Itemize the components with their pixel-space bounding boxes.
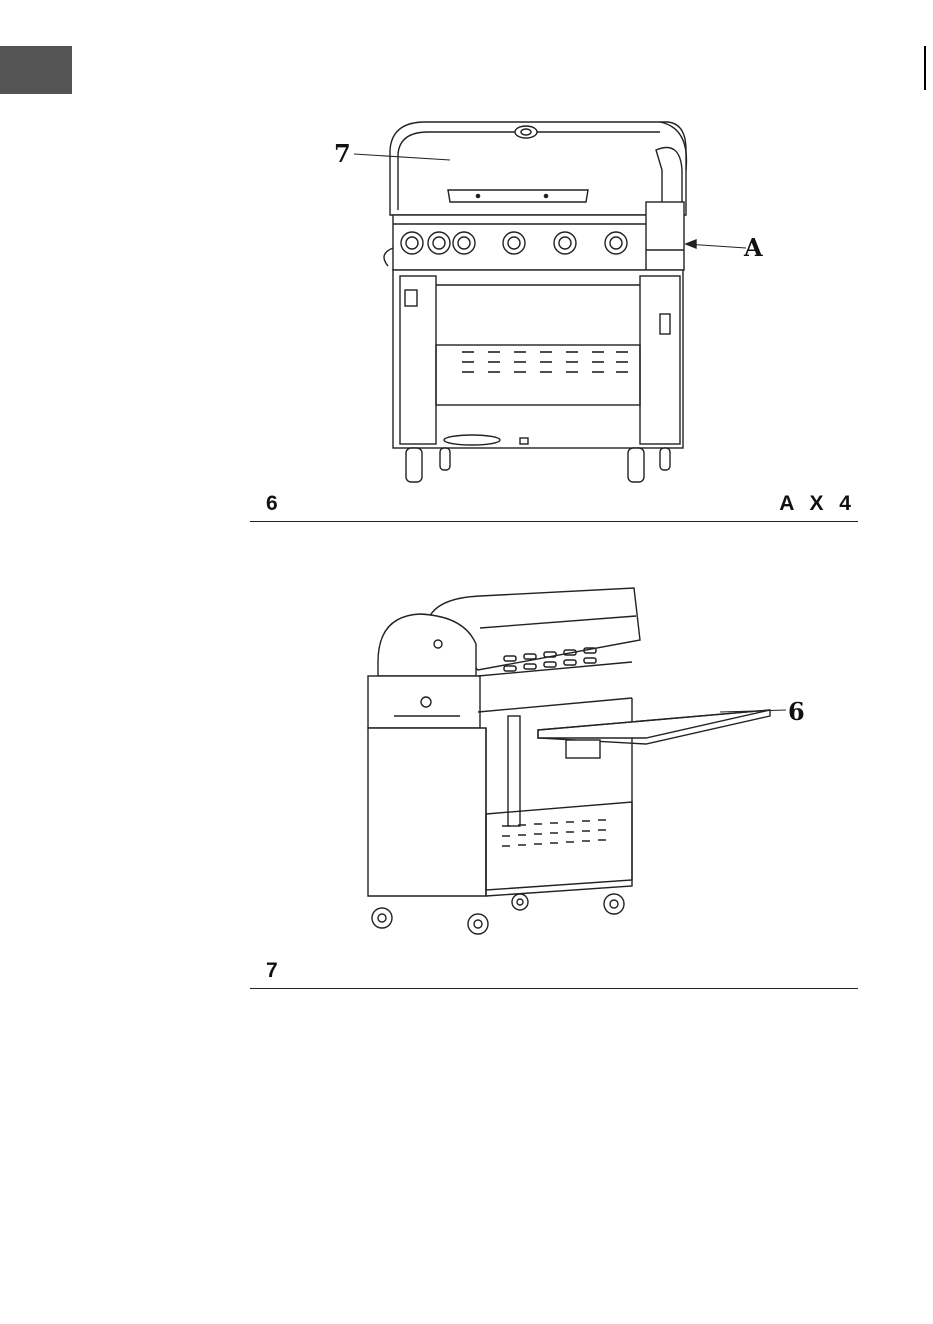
step-6-bar: 6 A X 4 bbox=[250, 493, 858, 522]
grill-front-illustration: 7 A bbox=[250, 110, 858, 495]
callout-A: A bbox=[743, 233, 763, 262]
grill-side-shelf-illustration: 6 bbox=[250, 580, 858, 940]
step-number: 6 bbox=[266, 492, 278, 516]
callout-7: 7 bbox=[334, 139, 351, 168]
figure-step-7: 6 bbox=[250, 580, 858, 940]
callout-6: 6 bbox=[788, 697, 805, 726]
step-quantity: A X 4 bbox=[779, 492, 856, 516]
page-edge-mark bbox=[924, 46, 926, 90]
step-7-bar: 7 bbox=[250, 960, 858, 989]
figure-step-6: 7 A bbox=[250, 110, 858, 495]
step-number: 7 bbox=[266, 959, 278, 983]
casters bbox=[372, 894, 624, 934]
language-tab bbox=[0, 46, 72, 94]
casters bbox=[406, 448, 670, 482]
